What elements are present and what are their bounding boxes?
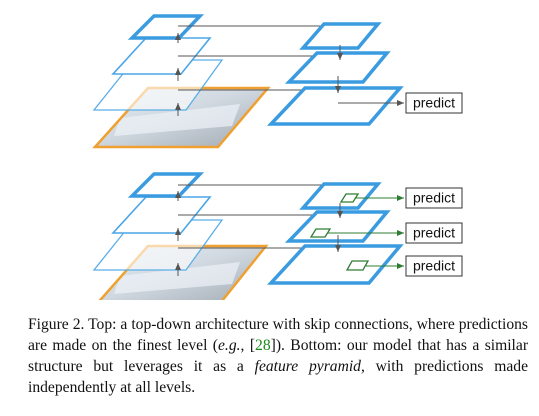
top-right-level-3 (266, 86, 404, 126)
caption-text-4: , with predictions made independently at… (28, 358, 529, 396)
prediction-window-3 (345, 260, 370, 271)
bottom-diagram: predict predict predict (92, 172, 463, 300)
prediction-window-2 (309, 228, 332, 238)
prediction-windows (309, 193, 370, 271)
bottom-predict-box-2: predict (405, 222, 463, 244)
caption-eg: e.g. (218, 337, 241, 354)
bottom-predict-box-1: predict (405, 187, 463, 209)
top-predict-label: predict (413, 95, 455, 111)
caption-label: Figure 2. (28, 316, 85, 333)
bottom-right-pyramid (267, 182, 404, 285)
top-right-level-1 (299, 22, 382, 50)
architecture-figure: predict (92, 14, 463, 300)
bottom-predict-label-3: predict (413, 258, 455, 274)
caption-text-1: Top: a top-down architecture with skip c… (28, 316, 529, 354)
top-right-pyramid (266, 22, 404, 126)
bottom-right-level-3 (267, 244, 404, 285)
top-left-level-2 (111, 37, 212, 75)
figure-caption: Figure 2. Top: a top-down architecture w… (28, 314, 528, 398)
bottom-left-pyramid (92, 172, 269, 300)
bottom-predict-label-1: predict (413, 190, 455, 206)
bottom-right-level-1 (299, 182, 382, 210)
caption-text-3: ]). Bottom: our model that has a similar… (28, 337, 529, 375)
top-diagram: predict (92, 14, 463, 149)
prediction-window-1 (339, 193, 360, 203)
bottom-predict-box-3: predict (405, 255, 463, 277)
caption-citation-link[interactable]: 28 (255, 337, 271, 354)
top-left-pyramid (92, 14, 271, 149)
bottom-left-level-2 (111, 196, 212, 234)
top-predict-box: predict (405, 92, 463, 114)
caption-text-2: , [ (240, 337, 256, 354)
caption-emphasis: feature pyramid (254, 358, 361, 375)
bottom-predict-label-2: predict (413, 225, 455, 241)
top-right-level-2 (284, 51, 391, 84)
top-left-level-1 (127, 14, 205, 40)
bottom-predict-arrows (328, 195, 404, 269)
